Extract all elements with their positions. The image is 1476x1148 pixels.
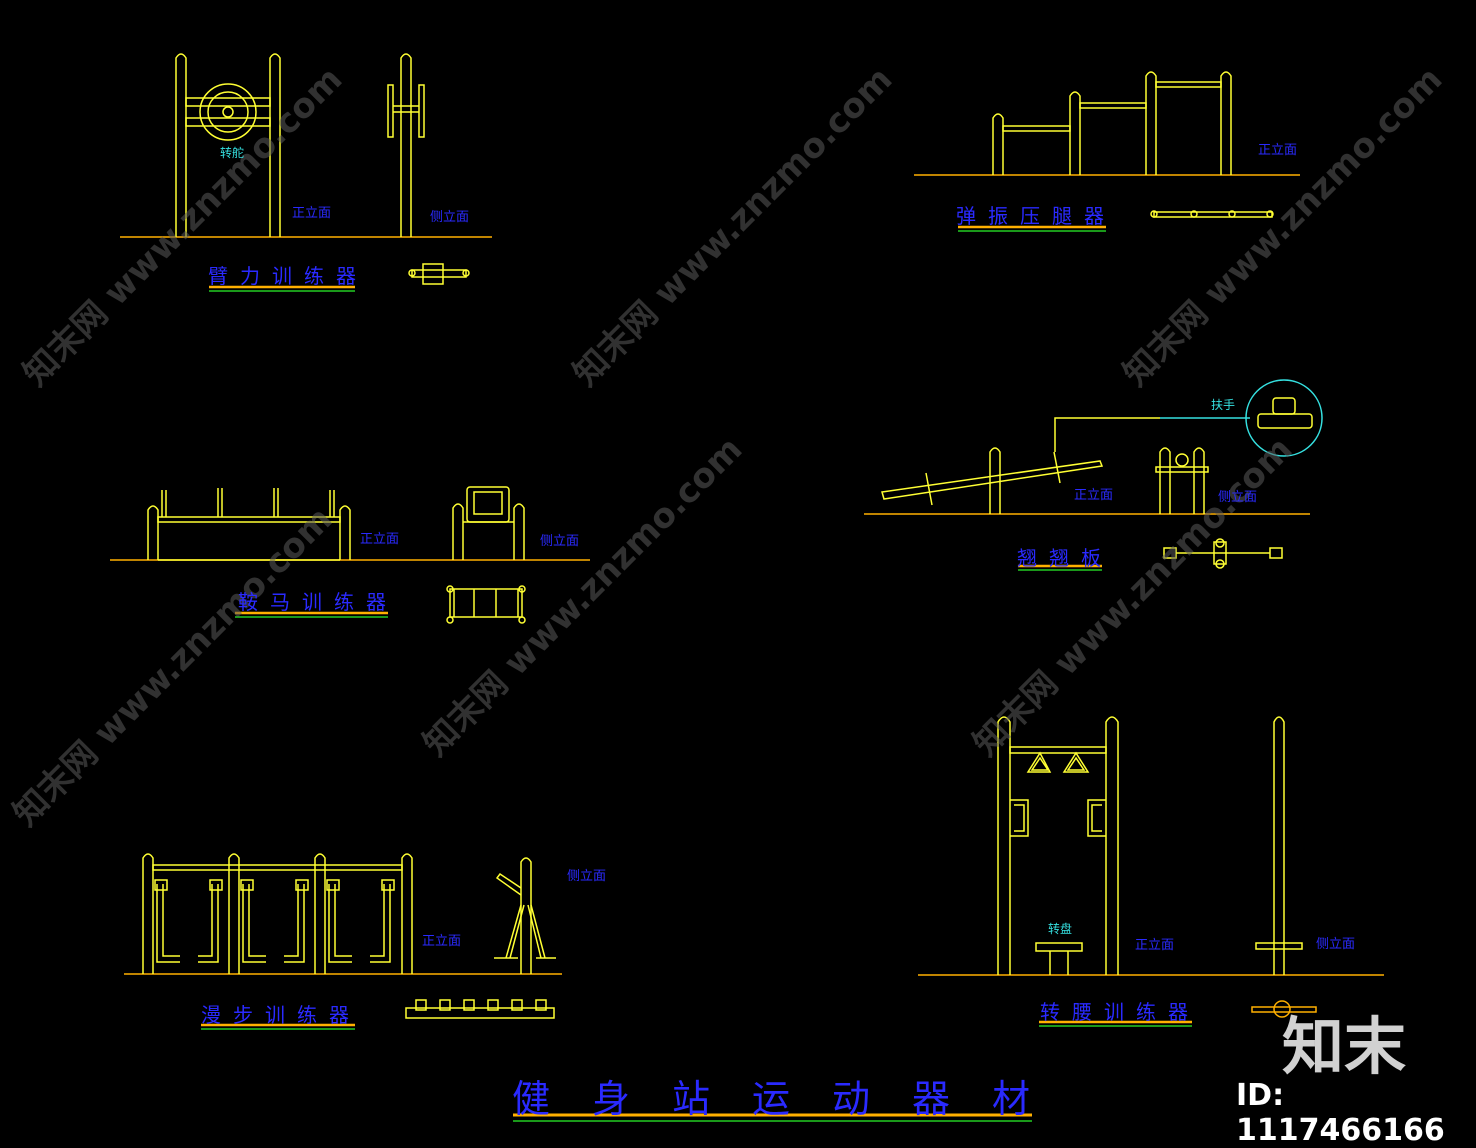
- waist-title-underline: [1039, 1020, 1192, 1027]
- walker-title: 漫步训练器: [201, 1003, 361, 1027]
- seesaw-side-view: [1155, 417, 1250, 514]
- waist-side-label: 侧立面: [1316, 937, 1356, 952]
- seesaw-side-label: 侧立面: [1218, 490, 1258, 505]
- main-title-underline: [513, 1113, 1032, 1122]
- leg-title-underline: [958, 225, 1106, 232]
- arm-trainer-side-view: [387, 53, 425, 237]
- waist-part-label: 转盘: [1048, 922, 1073, 936]
- walker-front-label: 正立面: [422, 934, 462, 949]
- saddle-trainer-side-view: [452, 486, 525, 560]
- waist-front-label: 正立面: [1135, 938, 1175, 953]
- waist-title: 转腰训练器: [1040, 1000, 1200, 1024]
- arm-side-label: 侧立面: [430, 210, 470, 225]
- arm-title-underline: [209, 285, 355, 292]
- saddle-title: 鞍马训练器: [238, 590, 398, 614]
- arm-title: 臂力训练器: [208, 264, 368, 288]
- saddle-title-underline: [235, 611, 388, 618]
- walker-title-underline: [201, 1023, 355, 1030]
- seesaw-front-view: [864, 417, 1310, 515]
- walker-side-view: [494, 857, 556, 974]
- seesaw-part-label: 扶手: [1211, 398, 1236, 412]
- saddle-front-label: 正立面: [360, 532, 400, 547]
- saddle-side-label: 侧立面: [540, 534, 580, 549]
- seesaw-title: 翘翘板: [1017, 546, 1113, 570]
- waist-trainer-front-view: [918, 716, 1384, 976]
- main-title: 健身站运动器材: [512, 1077, 1073, 1121]
- walker-side-label: 侧立面: [567, 869, 607, 884]
- leg-stretcher-plan-view: [1150, 210, 1274, 218]
- leg-stretcher-front-view: [914, 71, 1300, 176]
- seesaw-handle-detail: [1245, 379, 1323, 457]
- saddle-trainer-plan-view: [446, 585, 526, 624]
- saddle-trainer-front-view: [110, 488, 590, 561]
- walker-front-view: [124, 853, 562, 975]
- arm-trainer-plan-view: [408, 263, 470, 285]
- watermark-id: ID: 1117466166: [1236, 1078, 1445, 1148]
- seesaw-title-underline: [1018, 564, 1102, 571]
- leg-front-label: 正立面: [1258, 143, 1298, 158]
- seesaw-front-label: 正立面: [1074, 488, 1114, 503]
- waist-trainer-plan-view: [1251, 1000, 1317, 1018]
- waist-trainer-side-view: [1255, 716, 1303, 975]
- leg-title: 弹振压腿器: [956, 204, 1116, 228]
- arm-part-label: 转舵: [220, 146, 245, 160]
- arm-trainer-front-view: [120, 53, 492, 238]
- watermark-logo: 知末: [1282, 1010, 1407, 1083]
- arm-front-label: 正立面: [292, 206, 332, 221]
- seesaw-plan-view: [1163, 538, 1283, 569]
- walker-plan-view: [405, 999, 555, 1019]
